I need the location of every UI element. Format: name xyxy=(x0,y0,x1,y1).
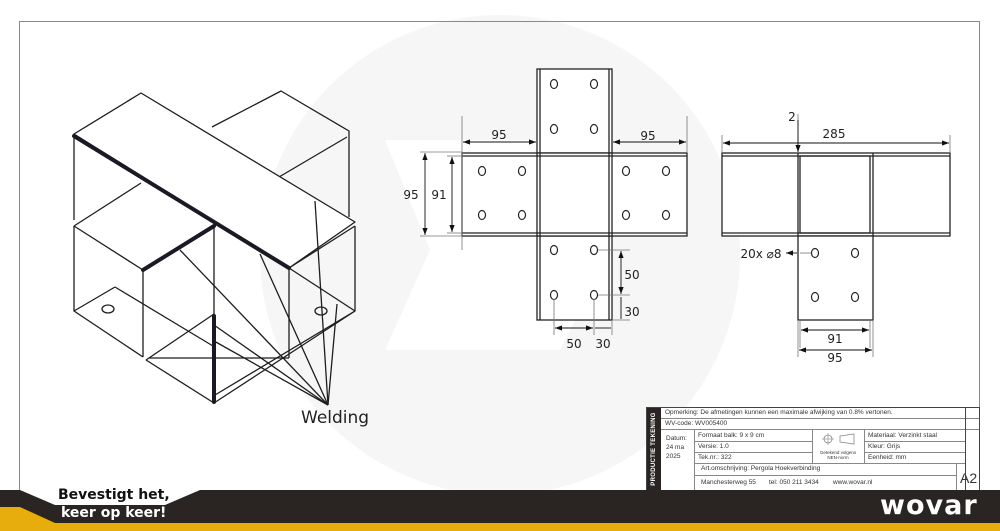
dim-holes: 20x ⌀8 xyxy=(740,247,781,261)
dim-inner-height: 91 xyxy=(431,188,446,202)
title-block-side-label: PRODUCTIE TEKENING xyxy=(647,408,661,490)
dim-hole-edge-v: 30 xyxy=(624,305,639,319)
material: Materiaal: Verzinkt staal xyxy=(868,432,938,439)
dim-inner-width: 91 xyxy=(827,332,842,346)
dim-hole-spacing-h: 50 xyxy=(566,337,581,351)
remark: Opmerking: De afmetingen kunnen een maxi… xyxy=(661,408,979,419)
date-label: Datum: xyxy=(666,435,687,442)
date-cell: Datum: 24 ma 2025 xyxy=(663,434,693,461)
drawing-frame xyxy=(19,21,980,501)
dim-outer-height: 95 xyxy=(403,188,418,202)
article-description: Art.omschrijving: Pergola Hoekverbinding xyxy=(701,465,821,472)
dim-outer-width: 95 xyxy=(827,351,842,365)
website: www.wovar.nl xyxy=(833,479,873,486)
dim-wall-thickness: 2 xyxy=(788,110,796,124)
address: Manchesterweg 55 xyxy=(701,479,756,486)
dim-hole-edge-h: 30 xyxy=(595,337,610,351)
nen-norm-text: Getekend volgens NEN-norm xyxy=(819,450,857,460)
title-block: PRODUCTIE TEKENING Opmerking: De afmetin… xyxy=(646,407,980,491)
drawing-number: Tek.nr.: 322 xyxy=(698,454,732,461)
welding-label: Welding xyxy=(301,408,370,428)
dim-total-width: 285 xyxy=(823,127,846,141)
unit: Eenheid: mm xyxy=(868,454,907,461)
date-line2: 2025 xyxy=(666,453,681,460)
dim-right-arm: 95 xyxy=(640,129,655,143)
phone: tel: 050 211 3434 xyxy=(769,479,819,486)
date-line1: 24 ma xyxy=(666,444,685,451)
dim-hole-spacing-v: 50 xyxy=(624,268,639,282)
projection-symbol-icon xyxy=(822,433,855,445)
color: Kleur: Grijs xyxy=(868,443,901,450)
nen-norm-symbol xyxy=(812,433,864,449)
wv-code: WV-code: WV005400 xyxy=(661,419,979,430)
sheet-size: A2 xyxy=(960,470,978,486)
format: Formaat balk: 9 x 9 cm xyxy=(698,432,765,439)
wovar-logo: wovar xyxy=(880,490,978,521)
slogan-line1: Bevestigt het, xyxy=(58,487,170,503)
version: Versie: 1.0 xyxy=(698,443,729,450)
dim-left-arm: 95 xyxy=(491,128,506,142)
slogan-line2: keer op keer! xyxy=(61,505,167,521)
